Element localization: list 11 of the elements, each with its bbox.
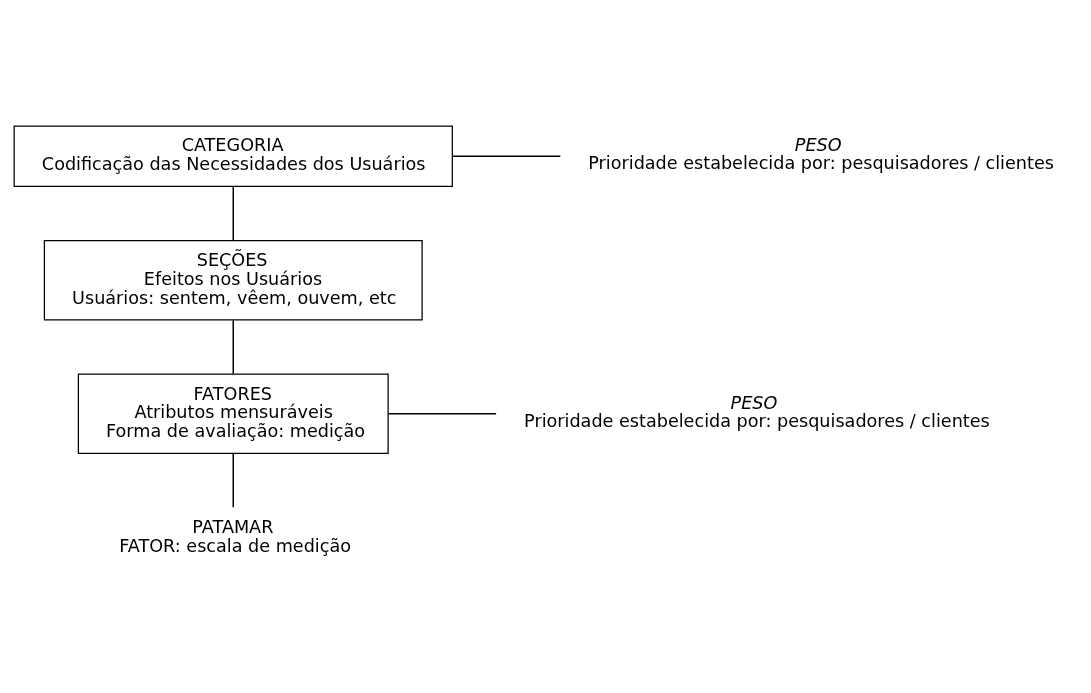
connector [232, 185, 234, 241]
node-box: SEÇÕES Efeitos nos Usuários Usuários: sentem, vêem, ouvem, etc [43, 239, 423, 321]
node-text: PATAMAR FATOR: escala de medição [119, 516, 352, 556]
connector [232, 452, 234, 508]
node-box: FATORES Atributos mensuráveis Forma de avaliação: medição [77, 372, 389, 454]
connector [387, 412, 497, 414]
node-text: PESO Prioridade estabelecida por: pesquisadores / clientes [524, 392, 990, 431]
node-text: PESO Prioridade estabelecida por: pesquisadores / clientes [588, 134, 1054, 173]
node-box: CATEGORIA Codificação das Necessidades dos Usuários [13, 124, 453, 187]
connector [452, 155, 562, 157]
connector [232, 318, 234, 374]
